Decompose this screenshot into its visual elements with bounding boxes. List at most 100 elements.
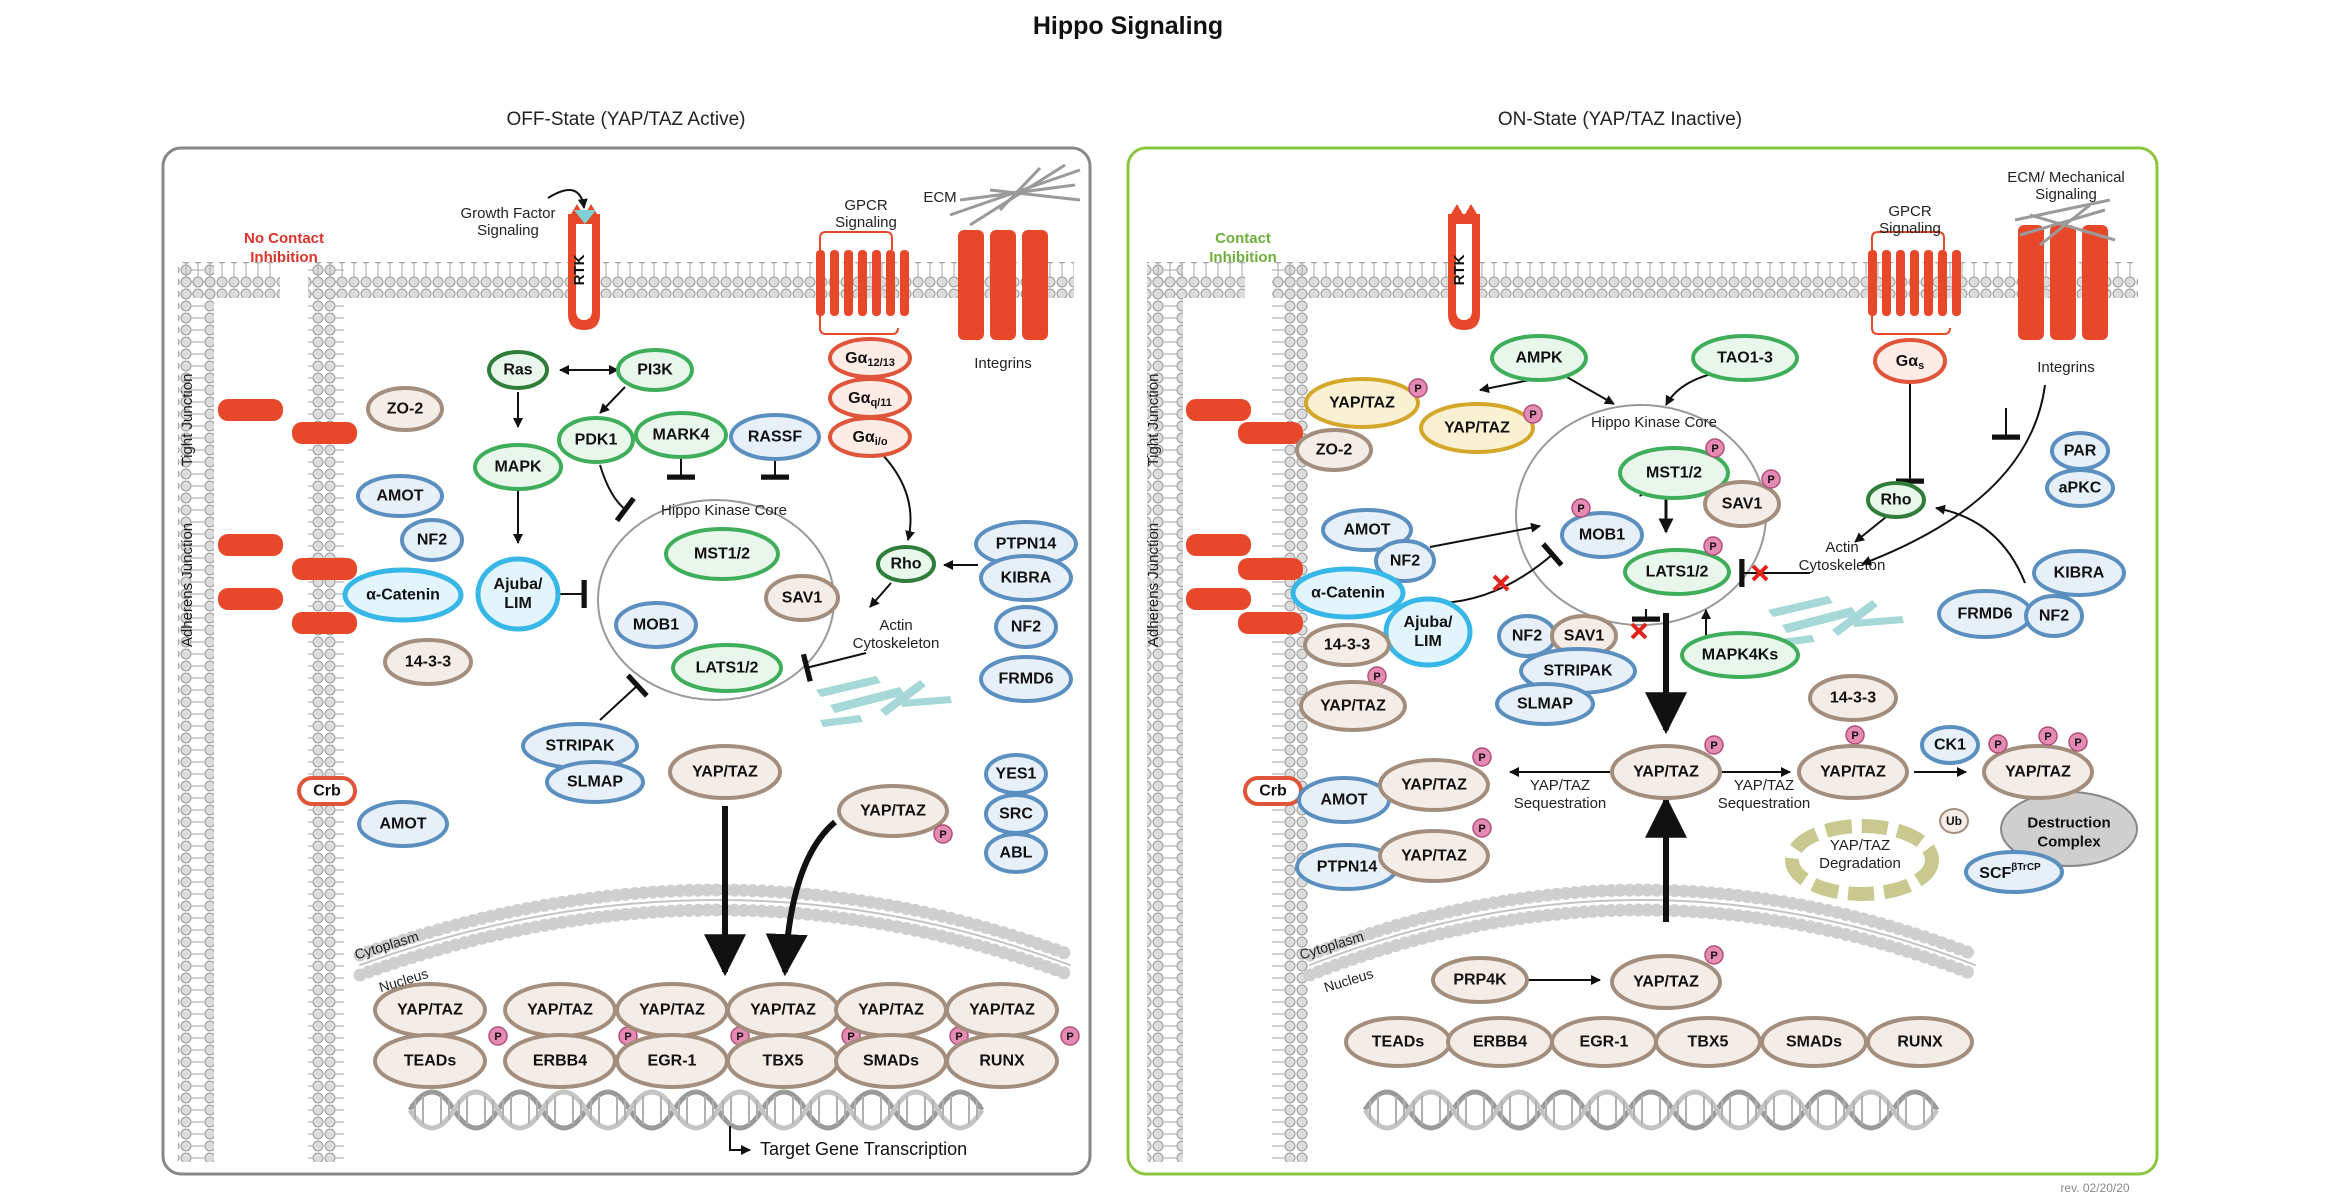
off-node-tf-6: RUNX [945, 1033, 1059, 1089]
on-ecm-label-1: ECM/ Mechanical [2007, 169, 2125, 186]
off-node-slmap-label: SLMAP [567, 774, 623, 791]
on-degradation-shape [1785, 819, 1939, 901]
on-node-par-label: PAR [2064, 443, 2097, 460]
on-node-yap-taz-center: YAP/TAZ [1610, 744, 1722, 800]
off-phospho-nuclear-2-label: P [624, 1031, 631, 1043]
on-node-tf-4: TBX5 [1654, 1016, 1762, 1068]
off-membrane-vertical-left [178, 262, 214, 1162]
on-phospho-far-right-1: P [1988, 734, 2008, 754]
off-node-yap-taz-p: YAP/TAZ [837, 784, 949, 838]
off-node-alpha-catenin: α-Catenin [342, 567, 464, 623]
off-node-zo2: ZO-2 [366, 386, 444, 432]
off-hippo-core-label: Hippo Kinase Core [661, 502, 787, 519]
on-phospho-far-right-3-shape [2068, 732, 2088, 752]
on-phospho-sav1: P [1761, 469, 1781, 489]
on-node-tf-3-label: EGR-1 [1580, 1034, 1629, 1051]
on-node-crb-label: Crb [1259, 783, 1287, 800]
off-node-pdk1-label: PDK1 [575, 432, 618, 449]
on-phospho-gold-1-label: P [1414, 383, 1421, 395]
on-node-sav1-mid: SAV1 [1550, 614, 1618, 658]
on-node-nf2-right: NF2 [2024, 594, 2084, 638]
on-node-apkc: aPKC [2045, 468, 2115, 508]
on-node-tao1-3: TAO1-3 [1691, 334, 1799, 382]
on-node-yap-taz-far-right: YAP/TAZ [1982, 744, 2094, 800]
off-phospho-nuclear-3-label: P [736, 1031, 743, 1043]
on-node-prp4k-label: PRP4K [1453, 972, 1507, 989]
on-node-crb: Crb [1243, 776, 1303, 806]
on-gpcr-label-2: Signaling [1879, 220, 1941, 237]
on-phospho-mob1-label: P [1577, 503, 1584, 515]
on-hippo-core-label: Hippo Kinase Core [1591, 414, 1717, 431]
on-node-nf2-label: NF2 [1390, 553, 1420, 570]
off-node-sav1-label: SAV1 [782, 590, 823, 607]
on-node-yap-taz-bottom-1-shape [1378, 758, 1490, 812]
off-node-kibra-shape [979, 554, 1073, 602]
on-phospho-far-right-2: P [2038, 726, 2058, 746]
on-node-14-3-3-shape [1303, 623, 1391, 667]
off-node-tf-4-label: TBX5 [763, 1053, 804, 1070]
off-node-pi3k: PI3K [616, 348, 694, 392]
on-destruction-label-2: Complex [2037, 834, 2101, 851]
off-phospho-nuclear-1-shape [488, 1026, 508, 1046]
off-node-ajuba-lim-label: LIM [504, 595, 532, 612]
on-node-slmap-shape [1495, 682, 1595, 726]
off-node-mst1-2: MST1/2 [664, 527, 780, 581]
on-node-zo2: ZO-2 [1295, 428, 1373, 472]
on-node-tf-5: SMADs [1760, 1016, 1868, 1068]
on-node-nf2-right-shape [2024, 594, 2084, 638]
on-node-nf2-mid-label: NF2 [1512, 628, 1542, 645]
off-node-mark4-label: MARK4 [653, 427, 710, 444]
off-node-amot-bottom-shape [357, 800, 449, 848]
on-node-ck1: CK1 [1920, 725, 1980, 765]
on-node-amot-bottom: AMOT [1297, 776, 1391, 824]
off-phospho-nuclear-4-label: P [847, 1031, 854, 1043]
off-node-nuclear-yap-taz-2: YAP/TAZ [503, 982, 617, 1038]
on-phospho-far-right-1-shape [1988, 734, 2008, 754]
off-node-nuclear-yap-taz-4-label: YAP/TAZ [750, 1002, 816, 1019]
on-phospho-nuclear-label: P [1710, 950, 1717, 962]
on-phospho-gold-2: P [1523, 404, 1543, 424]
on-node-kibra: KIBRA [2032, 549, 2126, 597]
on-sequestration-right-1: YAP/TAZ [1734, 777, 1794, 794]
on-panel-title: ON-State (YAP/TAZ Inactive) [1498, 109, 1742, 130]
off-node-mob1: MOB1 [614, 601, 698, 649]
on-node-alpha-catenin-label: α-Catenin [1311, 585, 1385, 602]
off-node-nuclear-yap-taz-6-label: YAP/TAZ [969, 1002, 1035, 1019]
on-node-rho-shape [1866, 481, 1926, 519]
on-node-tf-5-label: SMADs [1786, 1034, 1842, 1051]
on-node-yap-taz-right: YAP/TAZ [1797, 744, 1909, 800]
on-node-scf-btrcp-label: SCFβTrCP [1979, 862, 2041, 882]
on-node-mapk4ks-shape [1680, 631, 1800, 679]
on-phospho-14-3-3: P [1367, 666, 1387, 686]
on-node-alpha-catenin: α-Catenin [1290, 566, 1406, 620]
on-node-galpha-s: Gαs [1873, 338, 1947, 384]
on-node-ajuba-lim-shape [1383, 596, 1473, 668]
off-node-stripak-label: STRIPAK [545, 738, 614, 755]
on-node-tf-4-label: TBX5 [1688, 1034, 1729, 1051]
off-node-ajuba-lim: Ajuba/LIM [475, 556, 561, 632]
on-node-galpha-s-shape [1873, 338, 1947, 384]
off-node-pi3k-shape [616, 348, 694, 392]
on-node-slmap: SLMAP [1495, 682, 1595, 726]
on-node-yap-taz-bottom-2-label: YAP/TAZ [1401, 848, 1467, 865]
off-node-tf-5-label: SMADs [863, 1053, 919, 1070]
on-node-ub-shape [1939, 808, 1969, 834]
on-phospho-nuclear: P [1704, 945, 1724, 965]
on-phospho-gold-1-shape [1408, 378, 1428, 398]
off-node-rassf-label: RASSF [748, 429, 802, 446]
on-membrane-top [1272, 262, 2138, 298]
on-phospho-bottom-1: P [1472, 747, 1492, 767]
off-node-tf-3: EGR-1 [615, 1033, 729, 1089]
off-phospho-nuclear-1: P [488, 1026, 508, 1046]
on-node-apkc-shape [2045, 468, 2115, 508]
off-node-slmap: SLMAP [545, 760, 645, 804]
on-phospho-mob1: P [1571, 498, 1591, 518]
off-dna-helix [407, 1089, 985, 1131]
revision-label: rev. 02/20/20 [2060, 1181, 2129, 1195]
on-node-kibra-shape [2032, 549, 2126, 597]
off-node-nuclear-yap-taz-2-label: YAP/TAZ [527, 1002, 593, 1019]
off-node-mob1-shape [614, 601, 698, 649]
off-node-nuclear-yap-taz-3: YAP/TAZ [615, 982, 729, 1038]
on-node-tf-6: RUNX [1866, 1016, 1974, 1068]
